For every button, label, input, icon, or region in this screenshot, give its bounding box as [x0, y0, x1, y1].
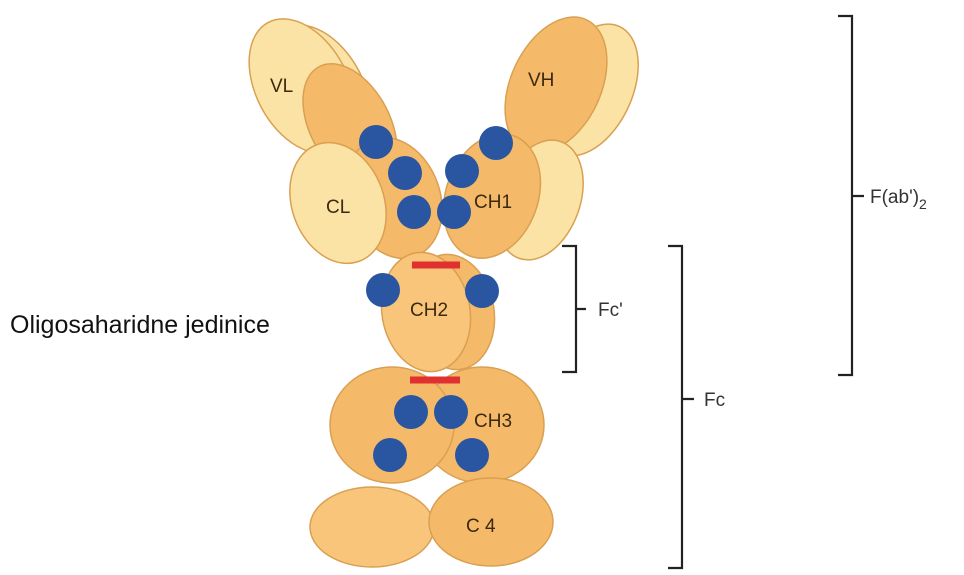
- oligosaccharide-units: [359, 125, 513, 472]
- c4-domain: [428, 477, 554, 567]
- oligosaccharide-unit: [373, 438, 407, 472]
- oligosaccharide-unit: [397, 195, 431, 229]
- ch2-domain: [380, 251, 472, 373]
- fab2-label: F(ab')2: [870, 187, 927, 212]
- heavy-chain-right-arm: [504, 16, 639, 157]
- oligosaccharide-unit: [366, 273, 400, 307]
- c4-domain-left: [309, 486, 435, 568]
- vh-label: VH: [528, 70, 554, 91]
- oligosaccharide-unit: [434, 395, 468, 429]
- ch1-label: CH1: [474, 192, 512, 213]
- oligosaccharide-unit: [465, 274, 499, 308]
- oligosaccharide-caption: Oligosaharidne jedinice: [10, 311, 270, 339]
- ch2-label: CH2: [410, 300, 448, 321]
- oligosaccharide-unit: [445, 154, 479, 188]
- fc-label: Fc: [704, 390, 725, 411]
- vl-label: VL: [270, 76, 293, 97]
- c4-label: C 4: [466, 516, 496, 537]
- fab2-bracket: [838, 14, 864, 377]
- oligosaccharide-unit: [359, 125, 393, 159]
- oligosaccharide-unit: [394, 395, 428, 429]
- oligosaccharide-unit: [437, 195, 471, 229]
- fc-prime-bracket: [562, 244, 586, 374]
- oligosaccharide-unit: [479, 126, 513, 160]
- fc-bracket: [668, 244, 694, 570]
- oligosaccharide-unit: [455, 438, 489, 472]
- ch3-label: CH3: [474, 411, 512, 432]
- oligosaccharide-unit: [388, 156, 422, 190]
- fab2-label-subscript: 2: [919, 196, 927, 212]
- fab2-label-main: F(ab'): [870, 187, 919, 208]
- cl-domain: [289, 141, 387, 265]
- fc-prime-label: Fc': [598, 300, 623, 321]
- cl-label: CL: [326, 197, 350, 218]
